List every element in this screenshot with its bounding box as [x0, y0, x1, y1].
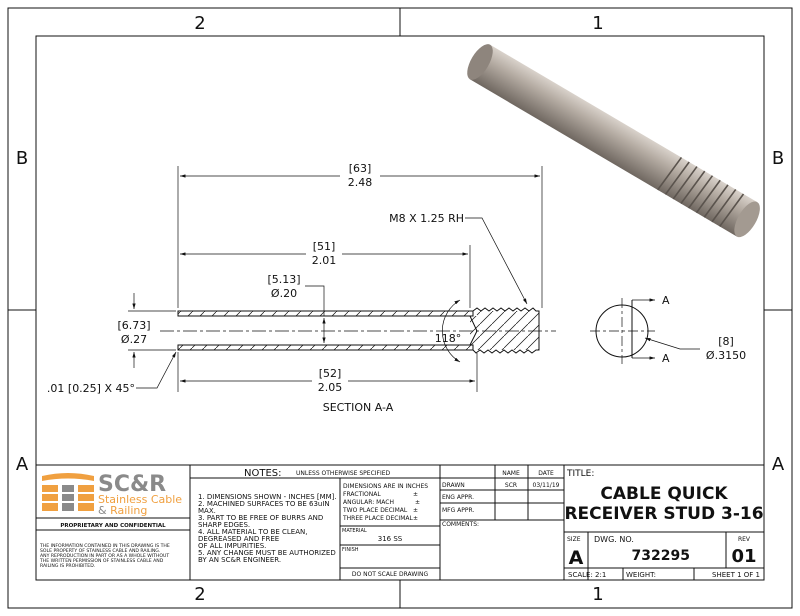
notes-title: NOTES:	[244, 468, 282, 479]
drawing-title-line2: RECEIVER STUD 3-16	[564, 504, 763, 524]
revision: 01	[731, 546, 756, 567]
zone-bottom-1: 1	[592, 584, 603, 605]
zone-left-a: A	[16, 454, 29, 475]
svg-text:TITLE:: TITLE:	[566, 469, 594, 479]
outer-diameter-mm: [6.73]	[117, 319, 150, 332]
proprietary-title: PROPRIETARY AND CONFIDENTIAL	[60, 523, 166, 529]
proprietary-text: THE INFORMATION CONTAINED IN THIS DRAWIN…	[39, 543, 170, 569]
cut-label-bottom: A	[662, 352, 670, 365]
svg-text:SIZE: SIZE	[567, 536, 581, 543]
drawing-number: 732295	[632, 548, 690, 564]
bore-diameter-mm: [5.13]	[267, 273, 300, 286]
svg-text:RAILING IS PROHIBITED.: RAILING IS PROHIBITED.	[40, 563, 95, 569]
svg-text:THE WRITTEN PERMISSION OF STAI: THE WRITTEN PERMISSION OF STAINLESS CABL…	[39, 558, 164, 564]
svg-text:SHARP EDGES.: SHARP EDGES.	[198, 521, 250, 529]
end-view	[590, 298, 700, 364]
thread-callout: M8 X 1.25 RH	[389, 212, 464, 225]
section-label: SECTION A-A	[323, 401, 394, 414]
svg-text:SOLE PROPERTY OF STAINLESS CAB: SOLE PROPERTY OF STAINLESS CABLE AND RAI…	[40, 548, 160, 554]
svg-text:REV: REV	[738, 536, 751, 543]
svg-text:OF ALL IMPURITIES.: OF ALL IMPURITIES.	[198, 542, 266, 550]
outer-diameter-in: Ø.27	[121, 333, 147, 346]
logo-wordmark: SC&R	[98, 472, 166, 497]
isometric-render	[467, 44, 760, 238]
tolerance-block: DIMENSIONS ARE IN INCHES FRACTIONAL ± ANG…	[342, 483, 429, 578]
svg-text:NAME: NAME	[502, 470, 520, 477]
svg-text:±: ±	[413, 507, 418, 514]
svg-text:ANY REPRODUCTION IN PART OR AS: ANY REPRODUCTION IN PART OR AS A WHOLE W…	[40, 553, 169, 559]
drill-angle: 118°	[435, 332, 462, 345]
end-diameter-mm: [8]	[718, 335, 734, 348]
notes-subtitle: UNLESS OTHERWISE SPECIFIED	[296, 470, 391, 477]
zone-top-2: 2	[194, 13, 205, 34]
company-logo: SC&R Stainless Cable & Railing	[42, 472, 182, 517]
zone-left-b: B	[16, 148, 28, 169]
zone-ticks	[8, 8, 792, 608]
svg-text:±: ±	[413, 491, 418, 498]
overall-length-in: 2.48	[348, 176, 373, 189]
svg-text:DWG. NO.: DWG. NO.	[594, 535, 634, 544]
svg-text:MFG APPR.: MFG APPR.	[442, 507, 474, 514]
svg-text:MAX.: MAX.	[198, 507, 216, 515]
thread-depth-mm: [51]	[313, 240, 336, 253]
bore-length-in: 2.05	[318, 381, 343, 394]
weight: WEIGHT:	[626, 571, 656, 579]
sheet-number: SHEET 1 OF 1	[712, 571, 760, 579]
svg-text:MATERIAL: MATERIAL	[342, 528, 367, 534]
zone-top-1: 1	[592, 13, 603, 34]
svg-text:1. DIMENSIONS SHOWN - INCHES [: 1. DIMENSIONS SHOWN - INCHES [MM].	[198, 493, 337, 501]
svg-text:DEGREASED AND FREE: DEGREASED AND FREE	[198, 535, 279, 543]
svg-text:BY AN SC&R ENGINEER.: BY AN SC&R ENGINEER.	[198, 556, 281, 564]
svg-text:FINISH: FINISH	[342, 547, 359, 553]
drawing-title-line1: CABLE QUICK	[600, 484, 728, 504]
svg-text:DATE: DATE	[538, 470, 554, 477]
svg-text:THREE PLACE DECIMAL: THREE PLACE DECIMAL	[342, 515, 413, 522]
svg-text:THE INFORMATION CONTAINED IN T: THE INFORMATION CONTAINED IN THIS DRAWIN…	[39, 543, 170, 549]
zone-bottom-2: 2	[194, 584, 205, 605]
svg-text:FRACTIONAL: FRACTIONAL	[343, 491, 381, 498]
sheet-size: A	[569, 547, 584, 569]
logo-line2: & Railing	[98, 504, 147, 517]
svg-text:SCR: SCR	[505, 482, 517, 489]
bore-length-mm: [52]	[319, 367, 342, 380]
material-value: 316 SS	[378, 535, 403, 543]
svg-text:TWO PLACE DECIMAL: TWO PLACE DECIMAL	[342, 507, 408, 514]
svg-text:4. ALL MATERIAL TO BE CLEAN,: 4. ALL MATERIAL TO BE CLEAN,	[198, 528, 307, 536]
zone-right-b: B	[772, 148, 784, 169]
chamfer-callout: .01 [0.25] X 45°	[47, 382, 135, 395]
notes-list: 1. DIMENSIONS SHOWN - INCHES [MM]. 2. MA…	[198, 493, 337, 564]
svg-text:±: ±	[415, 499, 420, 506]
logo-line1: Stainless Cable	[98, 493, 182, 506]
section-view	[128, 158, 556, 396]
bore-diameter-in: Ø.20	[271, 287, 297, 300]
approvals-table: NAME DATE DRAWN SCR 03/11/19 ENG APPR. M…	[442, 470, 560, 528]
svg-text:5. ANY CHANGE MUST BE AUTHORIZ: 5. ANY CHANGE MUST BE AUTHORIZED	[198, 549, 336, 557]
title-block-grid	[36, 464, 764, 580]
svg-text:ANGULAR: MACH: ANGULAR: MACH	[343, 499, 394, 506]
svg-text:±: ±	[413, 515, 418, 522]
end-diameter-in: Ø.3150	[706, 349, 746, 362]
svg-text:DRAWN: DRAWN	[442, 482, 465, 489]
cut-label-top: A	[662, 294, 670, 307]
svg-text:ENG APPR.: ENG APPR.	[442, 494, 474, 501]
thread-depth-in: 2.01	[312, 254, 337, 267]
svg-text:DIMENSIONS ARE IN INCHES: DIMENSIONS ARE IN INCHES	[343, 483, 428, 490]
scale: SCALE: 2:1	[568, 571, 606, 579]
title-block: TITLE: CABLE QUICK RECEIVER STUD 3-16 SI…	[564, 469, 763, 579]
zone-right-a: A	[772, 454, 785, 475]
svg-text:2. MACHINED SURFACES TO BE 63u: 2. MACHINED SURFACES TO BE 63uIN	[198, 500, 330, 508]
section-dimensions: [63] 2.48 [51] 2.01 [52] 2.05 [5.13] Ø.2…	[47, 162, 464, 414]
do-not-scale: DO NOT SCALE DRAWING	[352, 571, 429, 578]
svg-text:03/11/19: 03/11/19	[533, 482, 560, 489]
svg-text:COMMENTS:: COMMENTS:	[442, 521, 479, 528]
svg-text:3. PART TO BE FREE OF BURRS AN: 3. PART TO BE FREE OF BURRS AND	[198, 514, 323, 522]
overall-length-mm: [63]	[349, 162, 372, 175]
